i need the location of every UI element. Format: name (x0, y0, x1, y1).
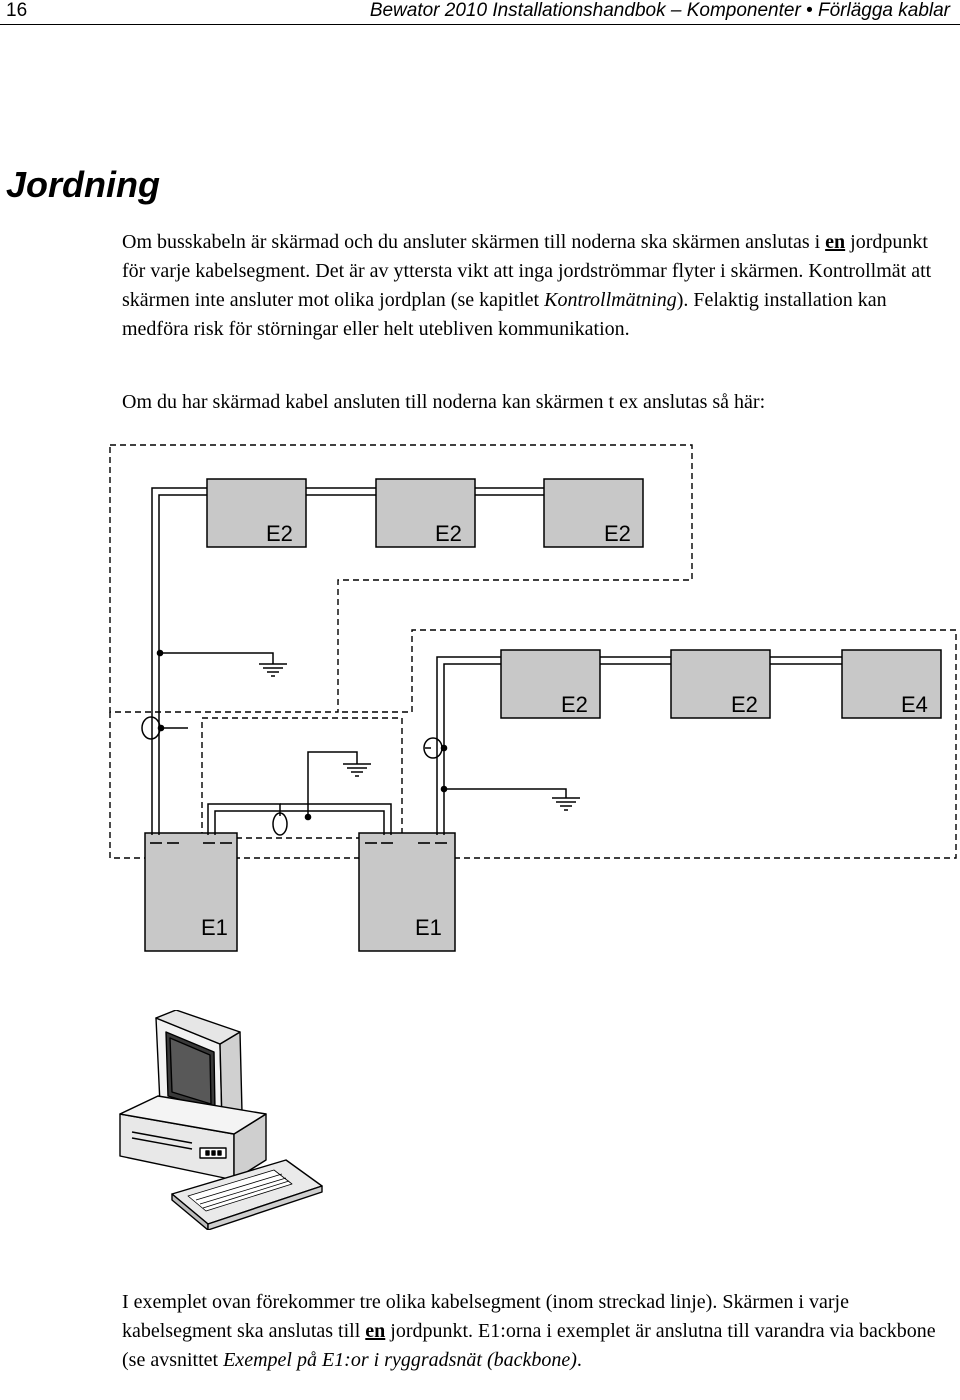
controller-box (358, 832, 456, 952)
page-header: 16 Bewator 2010 Installationshandbok – K… (0, 0, 960, 25)
segment-3-outline (109, 629, 957, 859)
computer-icon (119, 1010, 323, 1230)
junction-dots (156, 649, 448, 821)
top-node-row: E2 E2 E2 (206, 478, 644, 548)
emphasis-en: en (365, 1320, 386, 1342)
paragraph-text: ). Felaktig installation kan medföra ris… (122, 289, 887, 340)
section-reference: Exempel på E1:or i ryggradsnät (backbone… (223, 1349, 577, 1371)
node-box (375, 478, 476, 548)
emphasis-en: en (825, 231, 846, 253)
controller-label: E1 (201, 915, 228, 940)
running-title: Bewator 2010 Installationshandbok – Komp… (369, 0, 950, 21)
paragraph-text: Om busskabeln är skärmad och du ansluter… (122, 231, 826, 253)
node-box (206, 478, 307, 548)
right-node-row: E2 E2 E4 (500, 649, 942, 719)
diagram-intro-paragraph: Om du har skärmad kabel ansluten till no… (122, 391, 766, 413)
ground-icon (552, 797, 580, 811)
node-box (543, 478, 644, 548)
controller-row: E1 E1 (144, 832, 456, 952)
page-number: 16 (6, 0, 28, 21)
paragraph-text: jordpunkt. E1:orna i exemplet är anslutn… (122, 1320, 936, 1371)
section-title: Jordning (6, 164, 160, 205)
node-label: E2 (731, 692, 758, 717)
paragraph-text: jordpunkt för varje kabelsegment. Det är… (122, 231, 932, 311)
intro-paragraph: Om busskabeln är skärmad och du ansluter… (122, 228, 942, 344)
ground-symbols (259, 663, 580, 811)
node-box (500, 649, 601, 719)
node-label: E4 (901, 692, 928, 717)
paragraph-text: I exemplet ovan förekommer tre olika kab… (122, 1291, 849, 1342)
ground-icon (259, 663, 287, 677)
shield-grounding-diagram: E2 E2 E2 E2 E2 E4 E1 E1 (109, 444, 957, 952)
controller-label: E1 (415, 915, 442, 940)
node-label: E2 (561, 692, 588, 717)
controller-box (144, 832, 238, 952)
chapter-reference: Kontrollmätning (544, 289, 677, 311)
node-label: E2 (266, 521, 293, 546)
paragraph-text: . (576, 1349, 582, 1371)
node-box (841, 649, 942, 719)
node-label: E2 (604, 521, 631, 546)
node-label: E2 (435, 521, 462, 546)
node-box (670, 649, 771, 719)
ground-icon (343, 763, 371, 777)
cable-segment-outlines (109, 444, 957, 859)
shield-rings (141, 716, 443, 836)
segment-2-outline (201, 717, 403, 839)
summary-paragraph: I exemplet ovan förekommer tre olika kab… (122, 1288, 942, 1375)
